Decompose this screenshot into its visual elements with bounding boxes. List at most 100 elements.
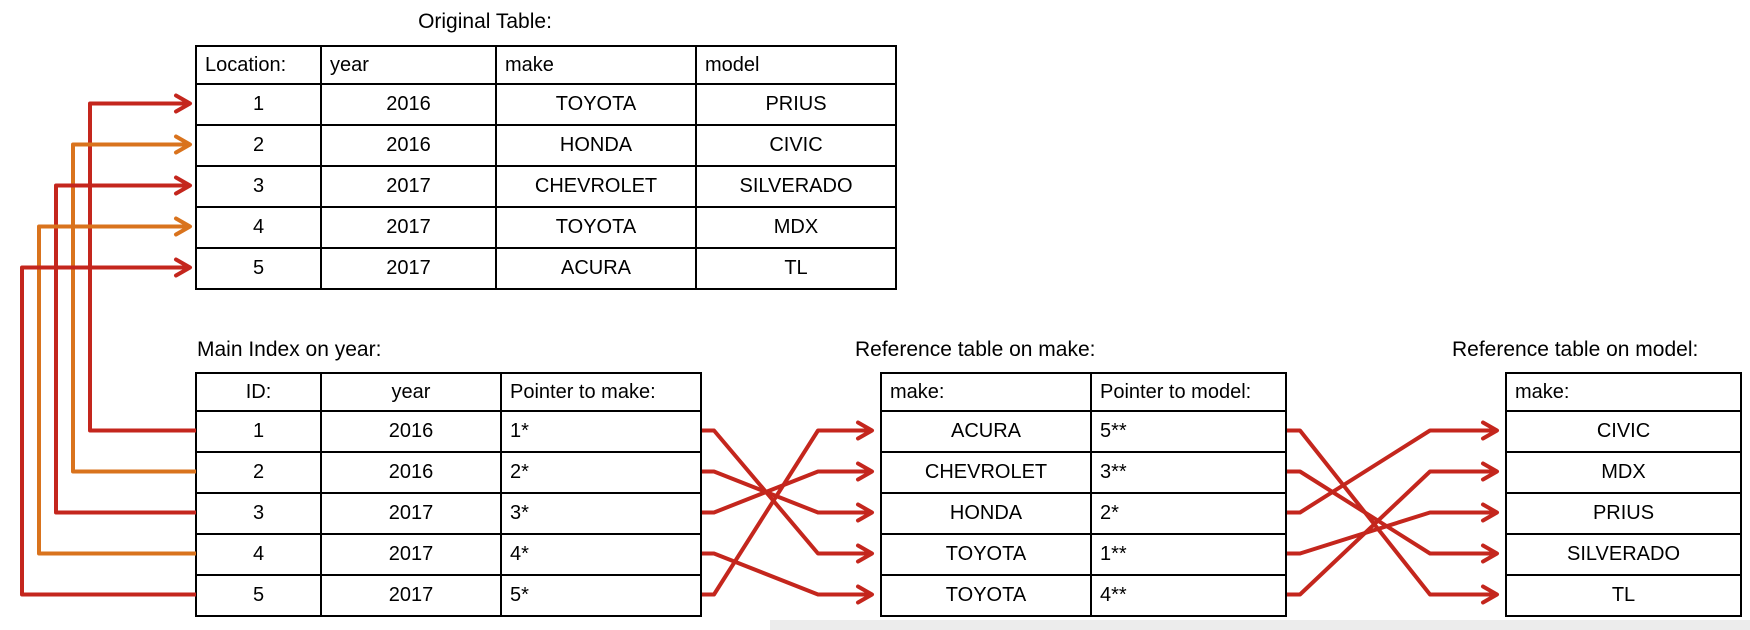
header-row: make: xyxy=(1505,372,1742,412)
table-cell: 5* xyxy=(500,574,702,617)
arrow-index-3-to-original-3 xyxy=(54,175,196,515)
table-cell: 5 xyxy=(195,247,322,290)
table-cell: TOYOTA xyxy=(880,533,1092,576)
table-cell: 2016 xyxy=(320,83,497,126)
column-header: make: xyxy=(1505,372,1742,412)
table-cell: 1** xyxy=(1090,533,1287,576)
arrow-make-5-to-model-2 xyxy=(1287,461,1499,597)
arrow-index-1-to-original-1 xyxy=(88,93,196,433)
table-cell: ACURA xyxy=(880,410,1092,453)
ref-model-title: Reference table on model: xyxy=(1452,338,1699,361)
table-cell: 2017 xyxy=(320,165,497,208)
arrow-pointer-3-to-make-2 xyxy=(702,461,874,515)
column-header: year xyxy=(320,372,502,412)
bottom-strip xyxy=(770,620,1750,630)
table-row: SILVERADO xyxy=(1505,533,1742,576)
table-cell: 2* xyxy=(500,451,702,494)
table-cell: MDX xyxy=(1505,451,1742,494)
table-cell: 3* xyxy=(500,492,702,535)
table-cell: 4 xyxy=(195,533,322,576)
arrow-index-2-to-original-2 xyxy=(71,134,196,474)
column-header: Pointer to make: xyxy=(500,372,702,412)
table-cell: SILVERADO xyxy=(1505,533,1742,576)
table-row: TL xyxy=(1505,574,1742,617)
table-cell: CIVIC xyxy=(1505,410,1742,453)
column-header: Location: xyxy=(195,45,322,85)
table-cell: PRIUS xyxy=(695,83,897,126)
table-cell: ACURA xyxy=(495,247,697,290)
table-cell: PRIUS xyxy=(1505,492,1742,535)
arrow-make-1-to-model-5 xyxy=(1287,428,1499,605)
table-cell: 2016 xyxy=(320,124,497,167)
arrow-index-5-to-original-5 xyxy=(20,257,196,597)
table-cell: TL xyxy=(1505,574,1742,617)
table-cell: 5 xyxy=(195,574,322,617)
table-row: PRIUS xyxy=(1505,492,1742,535)
table-cell: TL xyxy=(695,247,897,290)
table-cell: SILVERADO xyxy=(695,165,897,208)
column-header: year xyxy=(320,45,497,85)
table-cell: 2017 xyxy=(320,247,497,290)
header-row: make:Pointer to model: xyxy=(880,372,1287,412)
table-cell: 3 xyxy=(195,492,322,535)
table-cell: 4 xyxy=(195,206,322,249)
table-cell: 4* xyxy=(500,533,702,576)
table-cell: 4** xyxy=(1090,574,1287,617)
table-cell: 2017 xyxy=(320,574,502,617)
table-cell: 2016 xyxy=(320,451,502,494)
table-cell: TOYOTA xyxy=(495,206,697,249)
arrow-pointer-2-to-make-3 xyxy=(702,469,874,523)
arrow-pointer-1-to-make-4 xyxy=(702,428,874,564)
table-cell: MDX xyxy=(695,206,897,249)
arrow-index-4-to-original-4 xyxy=(37,216,196,556)
main-index-title: Main Index on year: xyxy=(197,338,382,361)
table-cell: 1 xyxy=(195,410,322,453)
table-cell: TOYOTA xyxy=(495,83,697,126)
table-row: MDX xyxy=(1505,451,1742,494)
arrow-pointer-5-to-make-1 xyxy=(702,420,874,597)
table-cell: 2* xyxy=(1090,492,1287,535)
column-header: model xyxy=(695,45,897,85)
table-cell: 1 xyxy=(195,83,322,126)
table-cell: 3** xyxy=(1090,451,1287,494)
column-header: ID: xyxy=(195,372,322,412)
table-cell: 2 xyxy=(195,451,322,494)
table-cell: 5** xyxy=(1090,410,1287,453)
table-cell: 2 xyxy=(195,124,322,167)
table-cell: CHEVROLET xyxy=(495,165,697,208)
ref-make-title: Reference table on make: xyxy=(855,338,1096,361)
table-cell: TOYOTA xyxy=(880,574,1092,617)
table-cell: 2017 xyxy=(320,492,502,535)
table-cell: CIVIC xyxy=(695,124,897,167)
table-cell: 2017 xyxy=(320,533,502,576)
arrow-make-3-to-model-1 xyxy=(1287,420,1499,515)
original-table-title: Original Table: xyxy=(418,10,552,33)
arrow-pointer-4-to-make-5 xyxy=(702,551,874,605)
table-cell: HONDA xyxy=(880,492,1092,535)
table-cell: 1* xyxy=(500,410,702,453)
column-header: Pointer to model: xyxy=(1090,372,1287,412)
arrow-make-2-to-model-4 xyxy=(1287,469,1499,564)
table-cell: 2016 xyxy=(320,410,502,453)
